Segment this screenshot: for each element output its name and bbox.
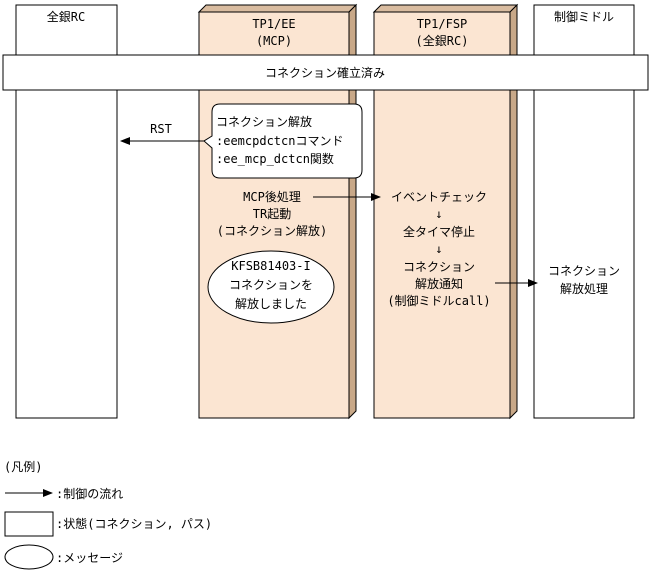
callout-line-3: :ee_mcp_dctcn関数: [216, 151, 334, 166]
legend-state-box-icon: [4, 511, 54, 537]
lane-middleware-label: 制御ミドル: [554, 9, 614, 24]
legend-state-label: :状態(コネクション, パス): [56, 516, 212, 531]
fsp-flow: イベントチェック ↓ 全タイマ停止 ↓ コネクション 解放通知 (制御ミドルca…: [387, 190, 490, 308]
lane-tp1fsp-subtitle: (全銀RC): [416, 33, 469, 48]
legend-message-ellipse-icon: [4, 544, 54, 570]
message-line-1: KFSB81403-I: [231, 259, 310, 273]
mcp-post-line-3: (コネクション解放): [217, 223, 327, 238]
message-line-3: 解放しました: [235, 296, 307, 311]
timer-stop-label: 全タイマ停止: [403, 224, 475, 239]
notify-line-2: 解放通知: [415, 276, 463, 291]
lane-tp1ee-title: TP1/EE: [252, 17, 295, 31]
flow-down-arrow-1: ↓: [435, 207, 442, 221]
notify-line-3: (制御ミドルcall): [387, 293, 490, 308]
mcp-post-line-2: TR起動: [253, 207, 291, 221]
release-command-callout: コネクション解放 :eemcpdctcnコマンド :ee_mcp_dctcn関数: [203, 103, 363, 179]
connection-state-bar: コネクション確立済み: [2, 54, 649, 91]
lane-zengin-rc-label: 全銀RC: [47, 9, 85, 24]
rst-arrow: RST: [120, 122, 204, 145]
middleware-release-processing: コネクション 解放処理: [548, 264, 620, 296]
event-check-label: イベントチェック: [391, 190, 487, 204]
connection-state-label: コネクション確立済み: [265, 65, 385, 80]
legend-title: (凡例): [4, 460, 42, 474]
middleware-proc-line-1: コネクション: [548, 264, 620, 278]
flow-down-arrow-2: ↓: [435, 242, 442, 256]
legend-control-flow-label: :制御の流れ: [56, 486, 123, 501]
mcp-post-processing: MCP後処理 TR起動 (コネクション解放): [217, 190, 327, 238]
legend: (凡例) :制御の流れ :状態(コネクション, パス) :メッセージ: [4, 460, 212, 570]
callout-line-2: :eemcpdctcnコマンド: [216, 134, 343, 148]
notify-line-1: コネクション: [403, 260, 475, 274]
mcp-post-line-1: MCP後処理: [243, 190, 301, 204]
lane-tp1ee-subtitle: (MCP): [256, 34, 292, 48]
rst-label: RST: [150, 122, 172, 136]
callout-line-1: コネクション解放: [216, 114, 312, 129]
message-line-2: コネクションを: [229, 278, 313, 292]
lane-tp1fsp-title: TP1/FSP: [417, 17, 468, 31]
legend-message-label: :メッセージ: [56, 551, 123, 565]
message-ellipse: KFSB81403-I コネクションを 解放しました: [207, 250, 335, 324]
middleware-proc-line-2: 解放処理: [560, 281, 608, 296]
